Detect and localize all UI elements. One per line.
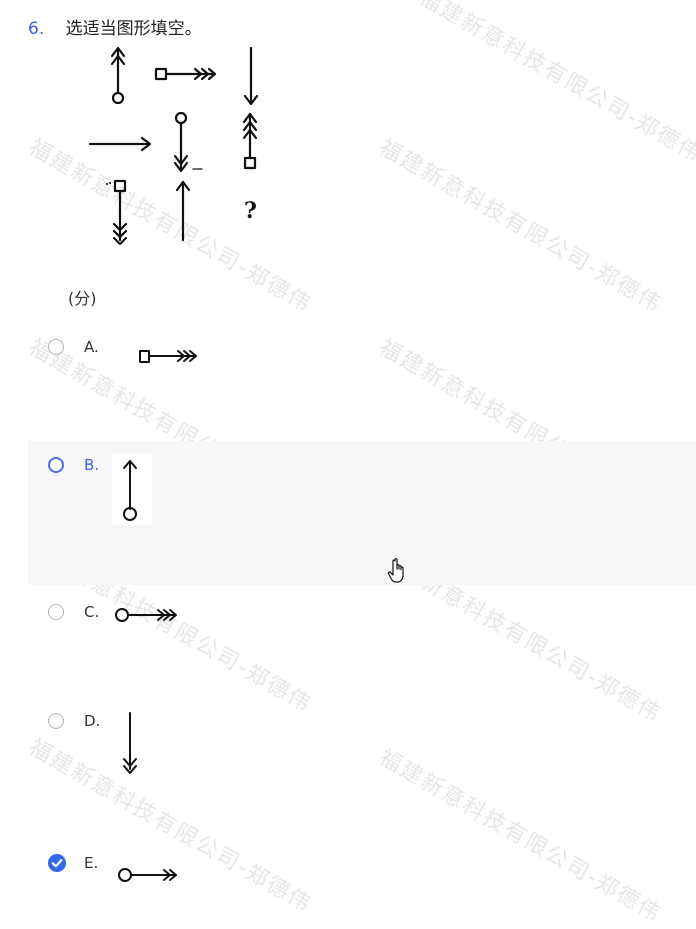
question-header: 6. 选适当图形填空。 xyxy=(28,14,202,39)
option-d-label: D. xyxy=(84,712,101,730)
option-c-label: C. xyxy=(84,603,100,621)
option-d-figure xyxy=(123,712,137,774)
option-a-radio[interactable] xyxy=(48,339,64,355)
option-b-label: B. xyxy=(84,456,100,474)
option-e-label: E. xyxy=(84,854,99,872)
option-e[interactable]: E. xyxy=(28,836,696,906)
option-e-radio[interactable] xyxy=(48,854,66,872)
question-number: 6. xyxy=(28,19,45,39)
option-a-label: A. xyxy=(84,338,99,356)
option-e-figure xyxy=(118,868,177,882)
option-b[interactable]: B. xyxy=(28,441,696,585)
option-b-radio[interactable] xyxy=(48,457,64,473)
option-c-radio[interactable] xyxy=(48,604,64,620)
option-c-figure xyxy=(115,608,177,622)
watermark: 福建新意科技有限公司-郑德伟 xyxy=(374,135,666,318)
question-figure: ? xyxy=(88,46,259,246)
hand-pointer-icon xyxy=(387,558,404,583)
option-d-radio[interactable] xyxy=(48,713,64,729)
option-a-figure xyxy=(139,350,197,363)
option-d[interactable]: D. xyxy=(28,697,696,817)
watermark: 福建新意科技有限公司-郑德伟 xyxy=(414,0,696,168)
question-score: (分) xyxy=(68,289,97,308)
option-b-figure xyxy=(112,453,152,525)
question-text: 选适当图形填空。 xyxy=(65,19,202,39)
option-a[interactable]: A. xyxy=(28,322,696,432)
option-c[interactable]: C. xyxy=(28,588,696,688)
svg-text:?: ? xyxy=(244,198,257,224)
check-circle-icon xyxy=(51,859,63,868)
